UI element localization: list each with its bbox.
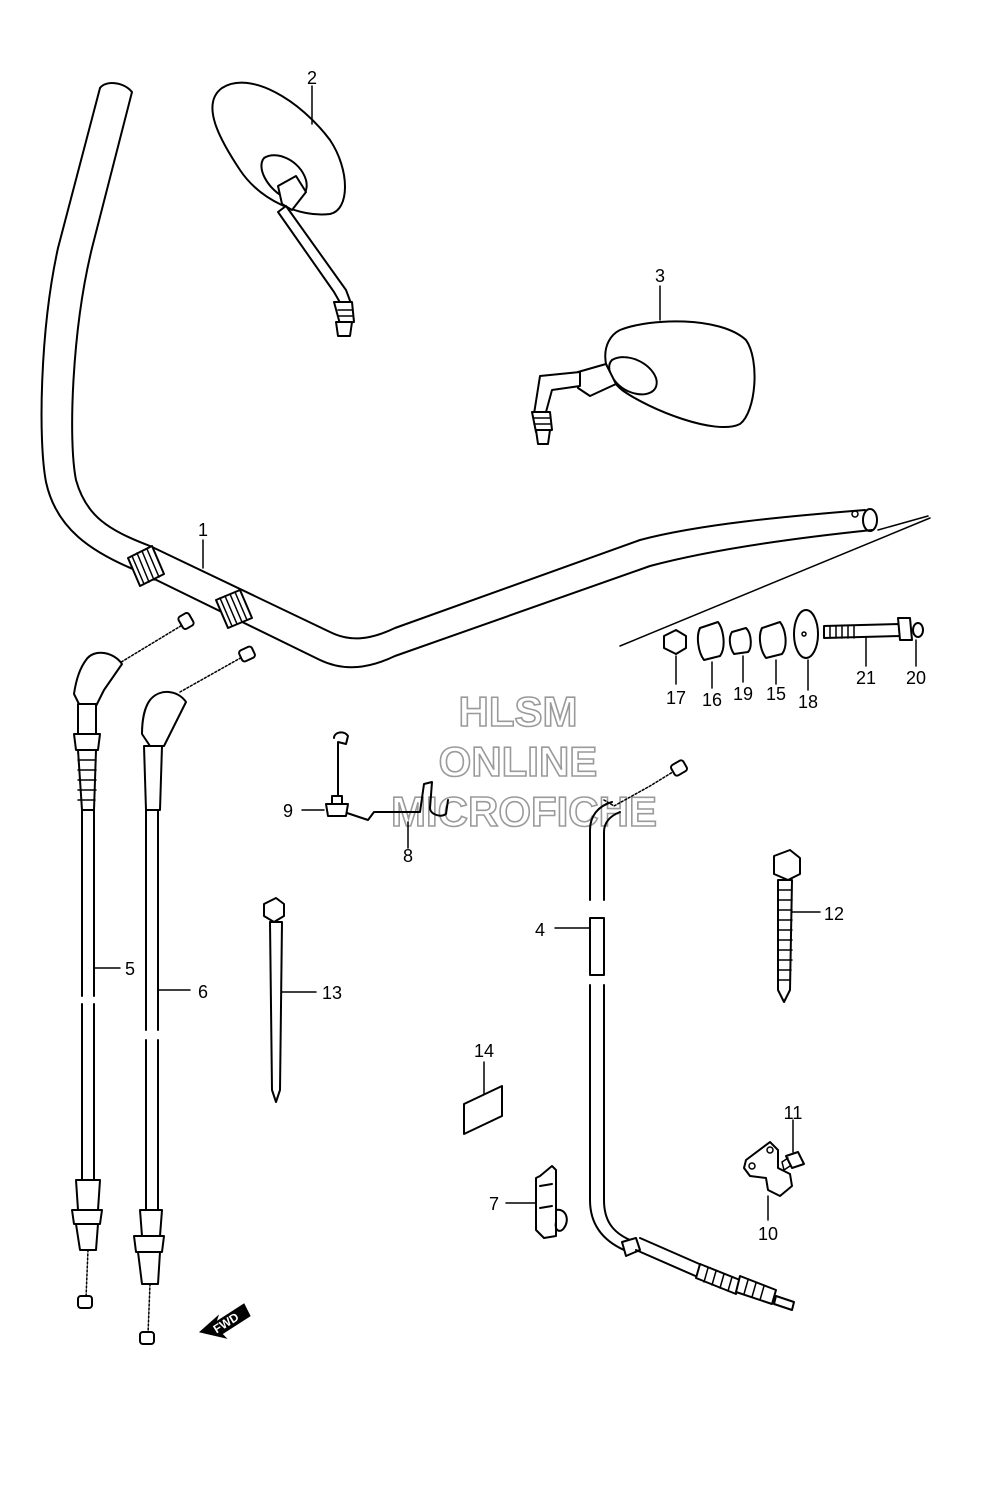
callout-17: 17 — [666, 688, 686, 708]
bolt-11: 11 — [781, 1103, 805, 1171]
callout-12: 12 — [824, 904, 844, 924]
callout-7: 7 — [489, 1194, 499, 1214]
callout-16: 16 — [702, 690, 722, 710]
callout-18: 18 — [798, 692, 818, 712]
callout-13: 13 — [322, 983, 342, 1003]
callout-21: 21 — [856, 668, 876, 688]
handlebar-knurl-left — [127, 545, 165, 587]
callout-11: 11 — [784, 1103, 803, 1123]
callout-20: 20 — [906, 668, 926, 688]
mount-hardware: 17 16 19 15 18 21 20 — [663, 609, 926, 712]
watermark-line3: MICROFICHE — [391, 788, 657, 835]
clamp-7: 7 — [489, 1165, 568, 1239]
callout-4: 4 — [535, 920, 545, 940]
callout-8: 8 — [403, 846, 413, 866]
handlebar-knurl-right — [215, 589, 253, 629]
bolt-9: 9 — [283, 795, 349, 821]
watermark-line1: HLSM — [459, 688, 578, 735]
callout-2: 2 — [307, 68, 317, 88]
mirror-left: 2 — [211, 68, 355, 337]
callout-14: 14 — [474, 1041, 494, 1061]
watermark-line2: ONLINE — [439, 738, 598, 785]
watermark: HLSM ONLINE MICROFICHE — [390, 687, 658, 836]
handlebar: 1 — [40, 82, 931, 669]
throttle-cable-5: 5 — [71, 612, 195, 1309]
fwd-arrow: FWD — [198, 1303, 251, 1339]
callout-19: 19 — [733, 684, 753, 704]
label-14: 14 — [463, 1041, 503, 1135]
throttle-cable-6: 6 — [133, 645, 256, 1345]
callout-15: 15 — [766, 684, 786, 704]
callout-3: 3 — [655, 266, 665, 286]
callout-9: 9 — [283, 801, 293, 821]
mirror-right: 3 — [531, 266, 756, 445]
callout-6: 6 — [198, 982, 208, 1002]
callout-1: 1 — [198, 520, 208, 540]
callout-5: 5 — [125, 959, 135, 979]
clutch-cable-4: 4 — [535, 759, 795, 1311]
clamp-10: 10 — [743, 1141, 793, 1244]
rod-8: 8 — [333, 731, 449, 866]
tie-12: 12 — [773, 849, 844, 1003]
tie-13: 13 — [263, 897, 342, 1103]
callout-10: 10 — [758, 1224, 778, 1244]
